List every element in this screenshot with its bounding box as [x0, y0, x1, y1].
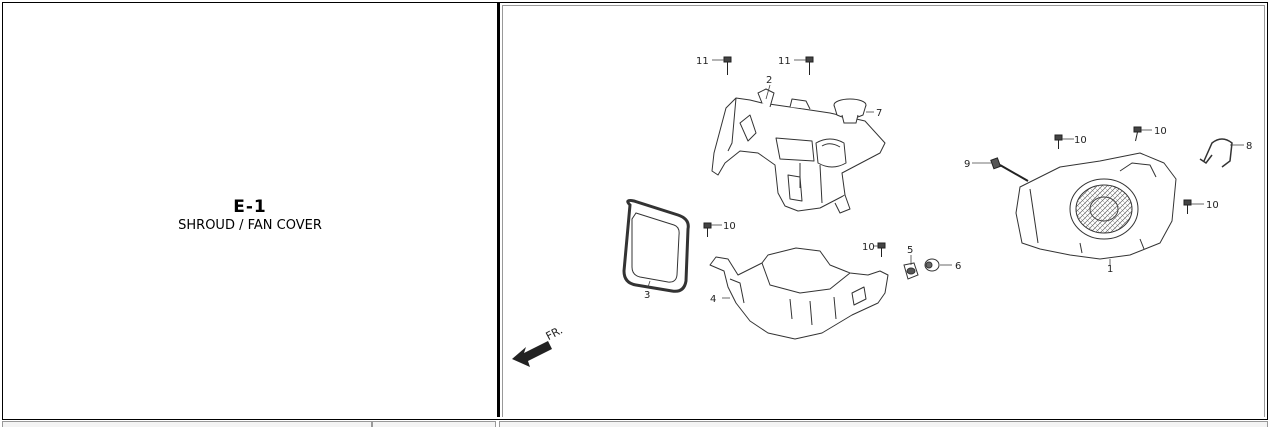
screw-11b [805, 56, 814, 75]
front-direction-arrow-icon [512, 341, 552, 367]
callout-7: 7 [876, 108, 882, 119]
bottom-cell-1 [2, 421, 372, 427]
section-code: E-1 [233, 197, 267, 217]
panel-divider [497, 3, 500, 417]
callout-4: 4 [710, 294, 716, 305]
lower-shroud-part [709, 247, 889, 340]
page-frame [2, 2, 1268, 420]
collar-part [903, 262, 919, 280]
callout-10a: 10 [723, 221, 736, 232]
gasket-seal-part [622, 199, 690, 293]
callout-3: 3 [644, 290, 650, 301]
screw-10a [703, 222, 712, 237]
callout-9: 9 [964, 159, 970, 170]
callout-11b: 11 [778, 56, 791, 67]
diagram-panel: 11 11 2 7 10 10 8 9 10 10 10 5 6 1 3 4 F… [500, 3, 1267, 417]
callout-10c: 10 [1074, 135, 1087, 146]
screw-11a [723, 56, 732, 75]
callout-2: 2 [766, 75, 772, 86]
screw-10e [1183, 199, 1192, 214]
next-row-strip [2, 421, 1268, 427]
hose-clip-part [1199, 138, 1233, 168]
screw-10d [1133, 126, 1142, 142]
callout-10e: 10 [1206, 200, 1219, 211]
screw-10c [1054, 134, 1063, 149]
section-title-panel: E-1 SHROUD / FAN COVER [3, 3, 497, 417]
callout-10b: 10 [862, 242, 875, 253]
screw-10b [877, 242, 886, 257]
fan-cover-part [1015, 152, 1177, 260]
callout-11a: 11 [696, 56, 709, 67]
callout-6: 6 [955, 261, 961, 272]
diagram-border [502, 5, 1265, 417]
callout-1: 1 [1107, 264, 1113, 275]
exploded-parts-diagram: 11 11 2 7 10 10 8 9 10 10 10 5 6 1 3 4 F… [512, 56, 1252, 367]
nut-part [924, 258, 940, 272]
bottom-cell-2 [372, 421, 496, 427]
bolt-part [990, 157, 1029, 182]
section-name: SHROUD / FAN COVER [178, 218, 322, 233]
grommet-part [833, 98, 867, 124]
direction-label: FR. [544, 324, 565, 343]
bottom-cell-3 [499, 421, 1268, 427]
callout-5: 5 [907, 245, 913, 256]
section-heading: E-1 SHROUD / FAN COVER [3, 197, 497, 235]
callout-8: 8 [1246, 141, 1252, 152]
callout-10d: 10 [1154, 126, 1167, 137]
leader-lines [647, 59, 1244, 299]
